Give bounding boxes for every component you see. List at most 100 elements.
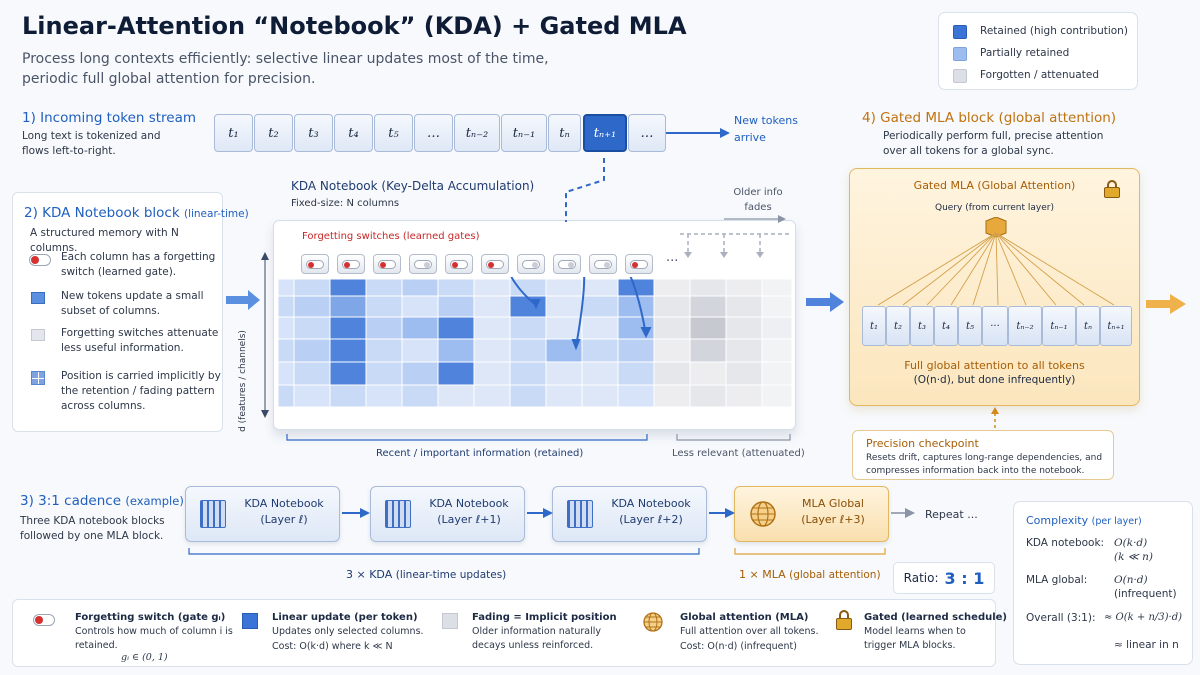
kda-layer-3-line1: KDA Notebook [611, 497, 691, 510]
mla-cost: (O(n·d), but done infrequently) [913, 374, 1076, 386]
mla-layer-line1: MLA Global [802, 497, 864, 510]
token: t₃ [294, 114, 333, 152]
mla-panel-title: Gated MLA (Global Attention) [913, 179, 1076, 192]
update-arrow [575, 277, 586, 348]
kda-layer-1-line1: KDA Notebook [244, 497, 324, 510]
switch-icon [33, 614, 55, 626]
mla-token-ellipsis: ··· [982, 306, 1008, 346]
full-attention-label: Full global attention to all tokens [904, 359, 1085, 372]
token-ellipsis: … [414, 114, 453, 152]
lock-icon [835, 610, 853, 632]
attention-fan [877, 217, 1115, 306]
section-1-title: 1) Incoming token stream [22, 110, 197, 126]
token-new-highlighted: tₙ₊₁ [583, 114, 627, 152]
faded-cell-icon [31, 329, 45, 341]
kda-layer-1-label: KDA Notebook (Layer ℓ) [234, 496, 334, 528]
bottom-legend-global-desc: Full attention over all tokens. [680, 626, 819, 637]
section-2-item-3: Forgetting switches attenuate less usefu… [61, 327, 219, 354]
feature-axis [261, 252, 269, 418]
forgetting-switch-icon [517, 254, 545, 274]
mla-token: tₙ [1076, 306, 1100, 346]
token: t₄ [334, 114, 373, 152]
complexity-title-small: (per layer) [1091, 516, 1142, 527]
matrix-cells [277, 278, 793, 408]
update-arrow [510, 277, 537, 306]
bottom-legend-switch-extra: gᵢ ∈ (0, 1) [121, 652, 168, 663]
section-2-item-1: Each column has a forgetting switch (lea… [61, 251, 216, 278]
notebook-to-mla-arrow [806, 292, 844, 312]
forgetting-switch-icon [301, 254, 329, 274]
checkpoint-title: Precision checkpoint [866, 437, 979, 450]
forgetting-switch-icon [589, 254, 617, 274]
ratio-value: 3 : 1 [944, 568, 985, 588]
mla-token: t₃ [910, 306, 934, 346]
kda-layer-1: KDA Notebook (Layer ℓ) [185, 486, 340, 542]
kda-layer-1-line2: (Layer ℓ) [260, 513, 308, 526]
kda-layer-3: KDA Notebook(Layer ℓ+2) [552, 486, 707, 542]
ratio-label: Ratio: [903, 571, 939, 585]
fading-arrows [680, 233, 790, 258]
mla-token: t₁ [862, 306, 886, 346]
section-3-title: 3) 3:1 cadence (example) [20, 493, 184, 509]
color-legend: Retained (high contribution) Partially r… [938, 12, 1138, 90]
section-3-title-small: (example) [125, 494, 184, 508]
page-subtitle: Process long contexts efficiently: selec… [22, 51, 549, 87]
forgetting-switch-icon [409, 254, 437, 274]
section-2-title-small: (linear-time) [183, 208, 249, 220]
kda-layer-2-line2: (Layer ℓ+1) [437, 513, 501, 526]
new-token-dashed-arrow [565, 158, 605, 222]
complexity-title: Complexity (per layer) [1026, 514, 1142, 527]
switches-ellipsis: ··· [666, 254, 679, 269]
kda-layer-2-label: KDA Notebook (Layer ℓ+1) [419, 496, 519, 528]
section-1-desc: Long text is tokenized and flows left-to… [22, 130, 161, 157]
notebook-title: KDA Notebook (Key-Delta Accumulation) [291, 179, 535, 193]
kda-count: 3 × KDA (linear-time updates) [346, 568, 506, 581]
kda-layer-2: KDA Notebook (Layer ℓ+1) [370, 486, 525, 542]
input-arrow [226, 290, 260, 310]
mla-count-note: (global attention) [789, 569, 881, 581]
forgetting-switch-icon [373, 254, 401, 274]
complexity-mla-note: (infrequent) [1114, 588, 1177, 600]
globe-icon [750, 501, 776, 527]
checkpoint-connector [991, 407, 999, 428]
section-2-title-text: 2) KDA Notebook block [24, 205, 180, 221]
complexity-overall-value: ≈ O(k + n/3)·d) [1104, 612, 1183, 623]
complexity-title-text: Complexity [1026, 514, 1089, 527]
token: tₙ₋₁ [501, 114, 547, 152]
checkpoint-desc: Resets drift, captures long-range depend… [866, 453, 1103, 476]
complexity-mla-label: MLA global: [1026, 574, 1088, 586]
gated-mla-panel: Gated MLA (Global Attention) Query (from… [849, 168, 1140, 406]
token-ellipsis: … [628, 114, 666, 152]
linear-update-icon [242, 613, 258, 629]
token: t₁ [214, 114, 253, 152]
kda-layer-2-line1: KDA Notebook [429, 497, 509, 510]
legend-swatch-partial [953, 47, 967, 61]
forgetting-switch-icon [481, 254, 509, 274]
complexity-overall-label: Overall (3:1): [1026, 612, 1096, 624]
section-4-desc: Periodically perform full, precise atten… [883, 130, 1104, 157]
mla-token-row: t₁ t₂ t₃ t₄ t₅ ··· tₙ₋₂ tₙ₋₁ tₙ tₙ₊₁ [862, 306, 1132, 346]
token-stream: t₁ t₂ t₃ t₄ t₅ … tₙ₋₂ tₙ₋₁ tₙ tₙ₊₁ … [214, 114, 684, 158]
update-arrow [629, 277, 647, 336]
forgetting-switch-icon [445, 254, 473, 274]
section-2-desc: A structured memory with N columns. [30, 227, 179, 254]
recent-info-label: Recent / important information (retained… [376, 448, 584, 459]
forgetting-switch-icon [337, 254, 365, 274]
forgetting-switches-label: Forgetting switches (learned gates) [302, 231, 480, 242]
notebook-icon [567, 500, 593, 528]
token: t₅ [374, 114, 413, 152]
mla-token: tₙ₋₂ [1008, 306, 1042, 346]
mla-token: tₙ₋₁ [1042, 306, 1076, 346]
bottom-legend: Forgetting switch (gate gᵢ) Controls how… [12, 599, 1007, 667]
older-info-label: Older info fades [733, 187, 783, 213]
legend-label-forgotten: Forgotten / attenuated [980, 69, 1099, 81]
new-tokens-label: New tokens arrive [734, 114, 798, 144]
cadence-arrow [709, 508, 735, 518]
mla-token: t₅ [958, 306, 982, 346]
bottom-legend-gated-desc: Model learns when to trigger MLA blocks. [864, 626, 966, 651]
mla-token: tₙ₊₁ [1100, 306, 1132, 346]
column-icon [31, 292, 45, 304]
mla-count: 1 × MLA (global attention) [739, 568, 881, 581]
axis-label-features: d (features / channels) [238, 330, 248, 432]
kda-count-note: (linear-time updates) [395, 569, 507, 581]
